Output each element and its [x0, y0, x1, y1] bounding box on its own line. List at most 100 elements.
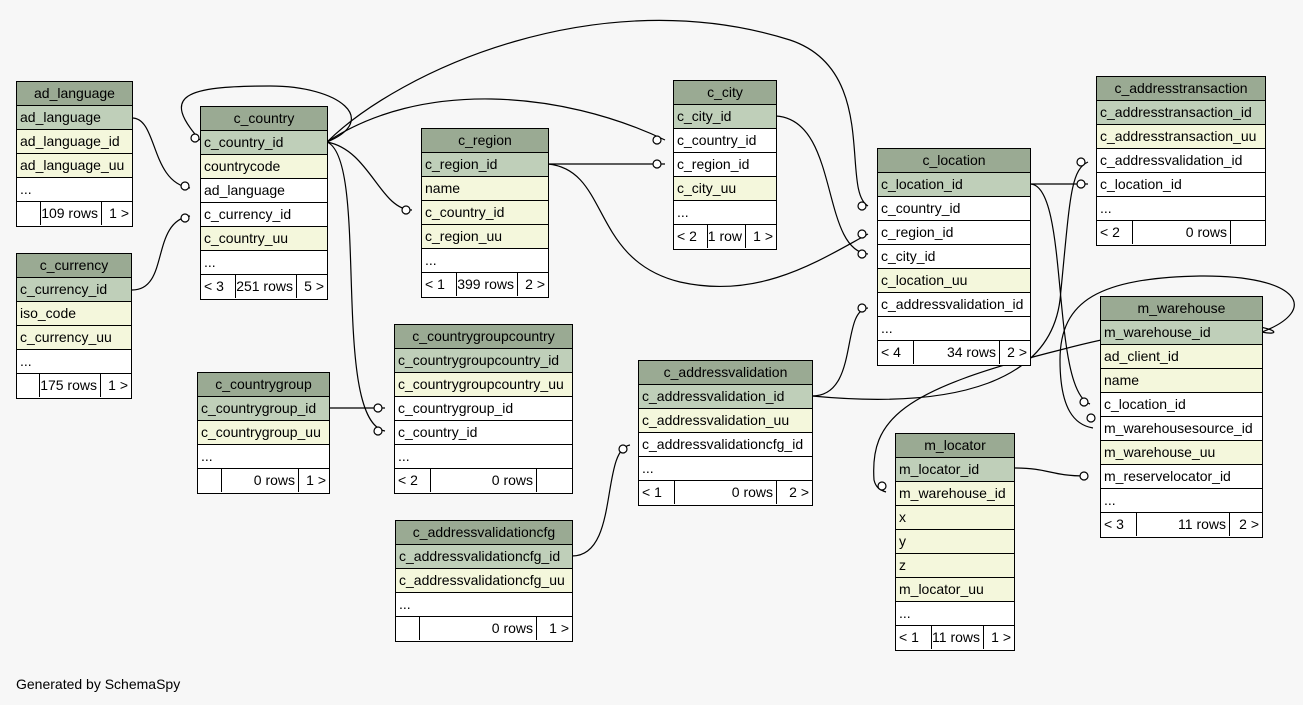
- column-row[interactable]: c_addressvalidationcfg_id: [396, 545, 572, 569]
- column-row[interactable]: m_reservelocator_id: [1101, 465, 1262, 489]
- column-row[interactable]: c_countrygroupcountry_uu: [395, 373, 572, 397]
- column-row[interactable]: c_addresstransaction_uu: [1097, 125, 1265, 149]
- children-count[interactable]: 2 >: [1007, 344, 1027, 360]
- more-columns[interactable]: ...: [422, 249, 548, 273]
- table-header[interactable]: ad_language: [17, 82, 132, 106]
- parents-count[interactable]: < 1: [422, 273, 458, 296]
- children-count[interactable]: [1231, 221, 1265, 244]
- more-columns[interactable]: ...: [639, 457, 812, 481]
- column-row[interactable]: y: [896, 530, 1014, 554]
- column-row[interactable]: c_addresstransaction_id: [1097, 101, 1265, 125]
- more-columns[interactable]: ...: [17, 350, 131, 374]
- more-columns[interactable]: ...: [896, 602, 1014, 626]
- parents-count[interactable]: [198, 469, 222, 492]
- column-row[interactable]: m_warehousesource_id: [1101, 417, 1262, 441]
- more-columns[interactable]: ...: [17, 178, 132, 202]
- more-columns[interactable]: ...: [198, 445, 329, 469]
- table-header[interactable]: c_addressvalidationcfg: [396, 521, 572, 545]
- children-count[interactable]: 1 >: [108, 377, 128, 393]
- more-columns[interactable]: ...: [674, 201, 776, 225]
- column-row[interactable]: x: [896, 506, 1014, 530]
- column-row[interactable]: c_addressvalidationcfg_uu: [396, 569, 572, 593]
- table-header[interactable]: c_countrygroupcountry: [395, 325, 572, 349]
- parents-count[interactable]: [17, 202, 41, 225]
- column-row[interactable]: m_locator_uu: [896, 578, 1014, 602]
- table-header[interactable]: c_region: [422, 129, 548, 153]
- parents-count[interactable]: < 1: [639, 481, 675, 504]
- column-row[interactable]: c_country_id: [422, 201, 548, 225]
- children-count[interactable]: 1 >: [549, 620, 569, 636]
- column-row[interactable]: c_country_id: [201, 131, 327, 155]
- column-row[interactable]: ad_language: [17, 106, 132, 130]
- column-row[interactable]: m_locator_id: [896, 458, 1014, 482]
- column-row[interactable]: iso_code: [17, 302, 131, 326]
- children-count[interactable]: [537, 469, 572, 492]
- column-row[interactable]: ad_language_uu: [17, 154, 132, 178]
- table-header[interactable]: m_warehouse: [1101, 297, 1262, 321]
- children-count[interactable]: 1 >: [306, 472, 326, 488]
- column-row[interactable]: m_warehouse_id: [1101, 321, 1262, 345]
- table-header[interactable]: c_city: [674, 81, 776, 105]
- column-row[interactable]: ad_client_id: [1101, 345, 1262, 369]
- column-row[interactable]: c_location_id: [878, 173, 1030, 197]
- column-row[interactable]: c_city_uu: [674, 177, 776, 201]
- column-row[interactable]: c_countrygroup_id: [198, 397, 329, 421]
- column-row[interactable]: c_currency_id: [17, 278, 131, 302]
- parents-count[interactable]: < 1: [896, 626, 932, 649]
- column-row[interactable]: c_countrygroupcountry_id: [395, 349, 572, 373]
- column-row[interactable]: c_addressvalidation_id: [639, 385, 812, 409]
- children-count[interactable]: 1 >: [109, 205, 129, 221]
- more-columns[interactable]: ...: [396, 593, 572, 617]
- column-row[interactable]: c_city_id: [674, 105, 776, 129]
- more-columns[interactable]: ...: [1097, 197, 1265, 221]
- column-row[interactable]: c_currency_uu: [17, 326, 131, 350]
- column-row[interactable]: c_country_id: [878, 197, 1030, 221]
- table-header[interactable]: c_addresstransaction: [1097, 77, 1265, 101]
- parents-count[interactable]: < 4: [878, 341, 914, 364]
- column-row[interactable]: c_location_id: [1097, 173, 1265, 197]
- column-row[interactable]: name: [422, 177, 548, 201]
- children-count[interactable]: 1 >: [753, 228, 773, 244]
- column-row[interactable]: c_countrygroup_uu: [198, 421, 329, 445]
- column-row[interactable]: c_addressvalidation_id: [1097, 149, 1265, 173]
- column-row[interactable]: c_addressvalidationcfg_id: [639, 433, 812, 457]
- children-count[interactable]: 5 >: [304, 278, 324, 294]
- table-header[interactable]: c_location: [878, 149, 1030, 173]
- table-header[interactable]: c_addressvalidation: [639, 361, 812, 385]
- parents-count[interactable]: < 3: [1101, 513, 1137, 536]
- column-row[interactable]: countrycode: [201, 155, 327, 179]
- children-count[interactable]: 2 >: [525, 276, 545, 292]
- column-row[interactable]: c_region_id: [422, 153, 548, 177]
- column-row[interactable]: z: [896, 554, 1014, 578]
- column-row[interactable]: m_warehouse_id: [896, 482, 1014, 506]
- parents-count[interactable]: [17, 374, 41, 397]
- parents-count[interactable]: < 3: [201, 275, 237, 298]
- parents-count[interactable]: < 2: [395, 469, 431, 492]
- column-row[interactable]: c_location_id: [1101, 393, 1262, 417]
- table-header[interactable]: c_countrygroup: [198, 373, 329, 397]
- column-row[interactable]: c_country_id: [674, 129, 776, 153]
- more-columns[interactable]: ...: [1101, 489, 1262, 513]
- column-row[interactable]: c_region_id: [674, 153, 776, 177]
- column-row[interactable]: c_region_uu: [422, 225, 548, 249]
- column-row[interactable]: c_region_id: [878, 221, 1030, 245]
- column-row[interactable]: c_country_id: [395, 421, 572, 445]
- column-row[interactable]: c_addressvalidation_id: [878, 293, 1030, 317]
- column-row[interactable]: ad_language_id: [17, 130, 132, 154]
- more-columns[interactable]: ...: [201, 251, 327, 275]
- parents-count[interactable]: < 2: [1097, 221, 1133, 244]
- children-count[interactable]: 1 >: [991, 629, 1011, 645]
- children-count[interactable]: 2 >: [789, 484, 809, 500]
